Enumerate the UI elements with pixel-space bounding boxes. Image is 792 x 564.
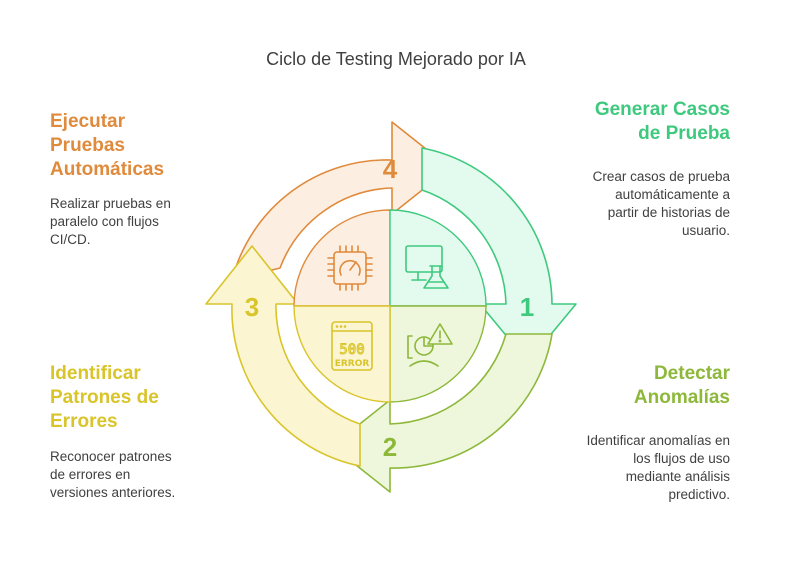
- step-1-heading: Generar Casos de Prueba: [594, 99, 730, 144]
- step-4-heading: Ejecutar Pruebas Automáticas: [50, 111, 165, 180]
- computer-flask-icon: [405, 245, 449, 289]
- step-4-description: Realizar pruebas en paralelo con flujos …: [50, 196, 171, 247]
- step-3-number: 3: [245, 292, 259, 322]
- chip-gauge-icon: [327, 245, 373, 291]
- step-2-heading: Detectar Anomalías: [633, 363, 730, 408]
- arrow-step-2: [331, 333, 553, 493]
- step-3-heading: Identificar Patrones de Errores: [50, 363, 159, 432]
- arrow-step-4: [231, 121, 451, 281]
- inner-circle: [293, 209, 487, 403]
- step-1-number: 1: [520, 292, 534, 322]
- quadrant-step-1: [389, 209, 487, 307]
- error-500-icon: 500 ERROR: [331, 321, 373, 371]
- chart-warning-icon: [407, 323, 453, 367]
- arrow-step-1: [421, 147, 577, 363]
- diagram-title: Ciclo de Testing Mejorado por IA: [266, 49, 526, 69]
- step-2-number: 2: [383, 432, 397, 462]
- cycle-arrows: [205, 121, 577, 493]
- svg-text:ERROR: ERROR: [335, 359, 370, 369]
- quadrant-step-2: [389, 305, 487, 403]
- arrow-step-3: [205, 245, 361, 467]
- svg-text:500: 500: [339, 342, 364, 358]
- step-2-description: Identificar anomalías en los flujos de u…: [586, 433, 730, 502]
- step-1-description: Crear casos de prueba automáticamente a …: [592, 169, 730, 238]
- quadrant-step-3: [293, 305, 391, 403]
- step-4-number: 4: [383, 154, 398, 184]
- step-3-description: Reconocer patrones de errores en version…: [50, 449, 176, 500]
